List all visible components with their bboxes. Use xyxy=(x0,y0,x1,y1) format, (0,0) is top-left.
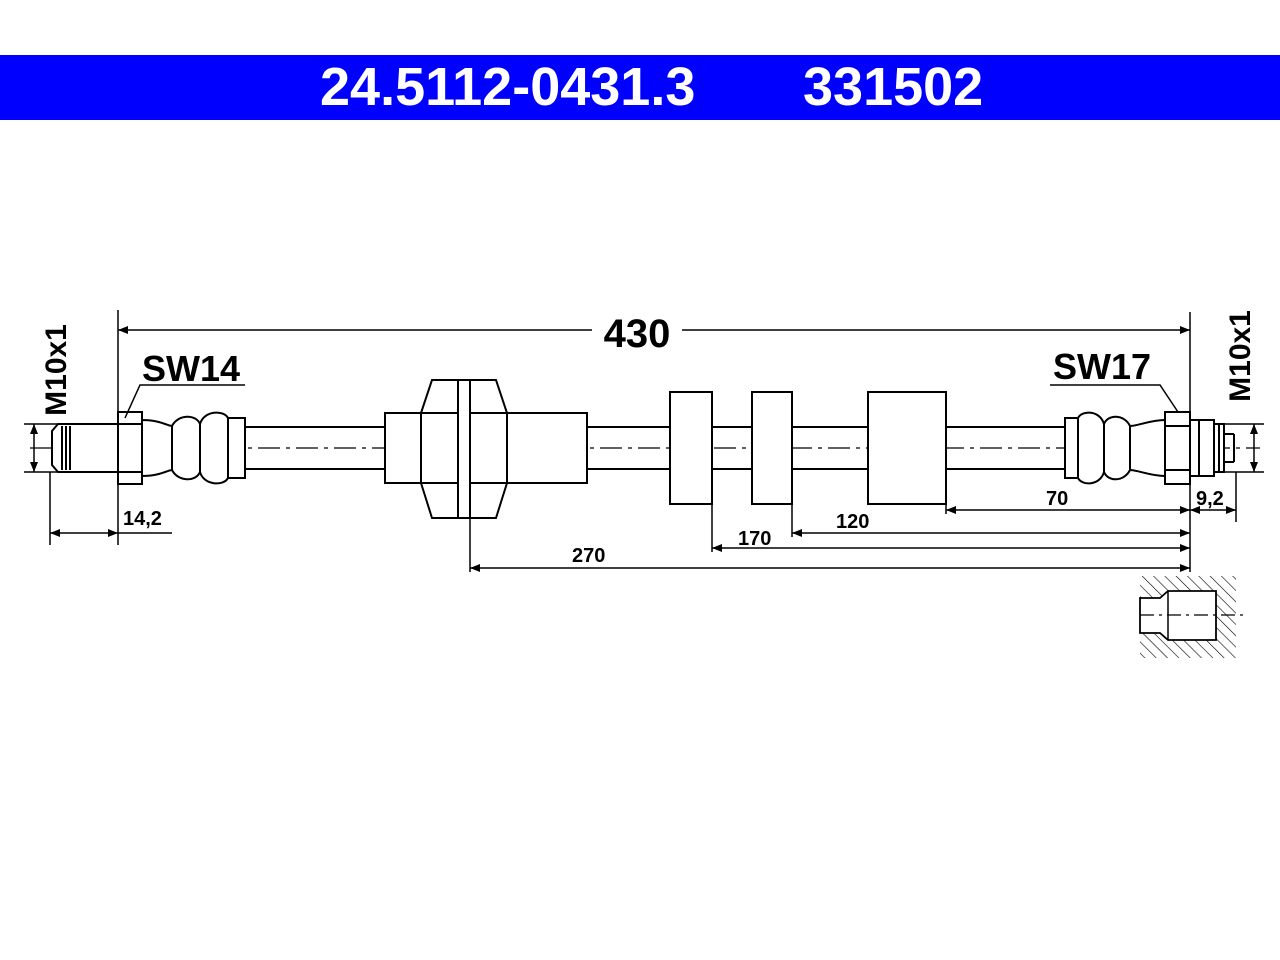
dimension-270-label: 270 xyxy=(572,545,605,567)
wrench-left-label: SW14 xyxy=(142,348,240,389)
label-leaders xyxy=(124,384,1179,419)
thread-right-dimension xyxy=(1224,423,1264,473)
dimension-14-2 xyxy=(49,472,172,545)
dimension-430 xyxy=(117,310,1191,424)
dimension-120 xyxy=(791,504,1190,537)
hose-sleeves xyxy=(669,391,947,505)
dimension-left-thread-length: 14,2 xyxy=(123,508,162,530)
dimension-170-label: 170 xyxy=(738,528,771,550)
dimension-270 xyxy=(469,518,1190,572)
part-number: 24.5112-0431.3 xyxy=(320,57,696,117)
dimension-70 xyxy=(945,504,1190,514)
dimension-9-2 xyxy=(1190,472,1237,522)
dimension-right-thread-length: 9,2 xyxy=(1196,488,1224,510)
right-fitting xyxy=(1064,411,1235,485)
dimension-70-label: 70 xyxy=(1046,488,1068,510)
bracket-flange xyxy=(384,379,588,519)
header-bar: 24.5112-0431.3 331502 xyxy=(0,55,1280,120)
dimension-170 xyxy=(711,504,1190,552)
left-fitting xyxy=(51,411,246,485)
dimension-120-label: 120 xyxy=(836,511,869,533)
ref-number: 331502 xyxy=(803,57,984,117)
thread-left-dimension xyxy=(24,423,58,473)
wrench-right-label: SW17 xyxy=(1053,346,1151,387)
thread-right-label: M10x1 xyxy=(1224,310,1257,402)
port-section-view xyxy=(1139,576,1244,658)
hose xyxy=(245,426,1065,470)
dimension-total-length: 430 xyxy=(604,312,671,356)
thread-left-label: M10x1 xyxy=(40,324,73,416)
